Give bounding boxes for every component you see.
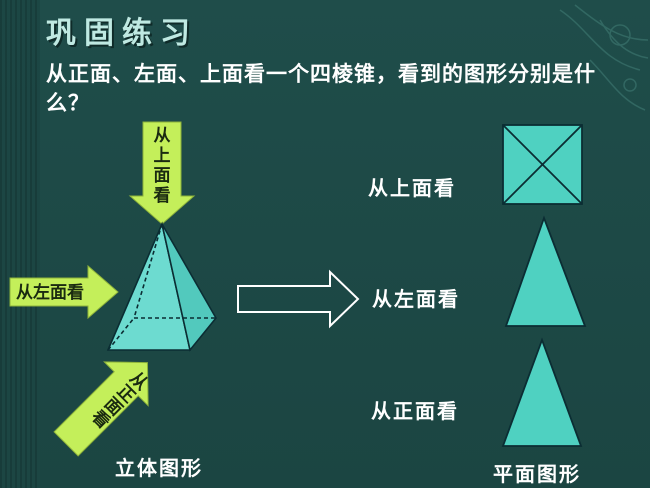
front-view-arrow bbox=[53, 361, 149, 457]
front-view-triangle bbox=[501, 337, 583, 447]
pyramid-solid bbox=[106, 221, 217, 352]
left-view-triangle bbox=[504, 215, 587, 327]
top-arrow-char: 从 bbox=[154, 126, 171, 146]
solid-caption: 立体图形 bbox=[115, 456, 203, 480]
corner-ornament-icon bbox=[559, 4, 649, 111]
top-view-arrow bbox=[128, 121, 196, 225]
top-view-label: 从上面看 bbox=[368, 176, 456, 200]
top-view-square bbox=[502, 124, 583, 205]
decorative-band bbox=[0, 0, 40, 488]
top-arrow-char: 看 bbox=[153, 185, 171, 206]
top-arrow-char: 面 bbox=[154, 166, 171, 186]
transform-arrow-icon bbox=[237, 269, 360, 329]
left-view-arrow bbox=[9, 264, 119, 320]
plane-caption: 平面图形 bbox=[493, 462, 581, 486]
question-text: 从正面、左面、上面看一个四棱锥，看到的图形分别是什么？ bbox=[46, 61, 596, 115]
top-arrow-char: 上 bbox=[154, 146, 171, 166]
left-view-label: 从左面看 bbox=[372, 287, 460, 311]
left-arrow-label: 从左面看 bbox=[16, 282, 84, 303]
front-view-label: 从正面看 bbox=[371, 399, 459, 423]
page-title: 巩固练习 bbox=[46, 16, 198, 51]
